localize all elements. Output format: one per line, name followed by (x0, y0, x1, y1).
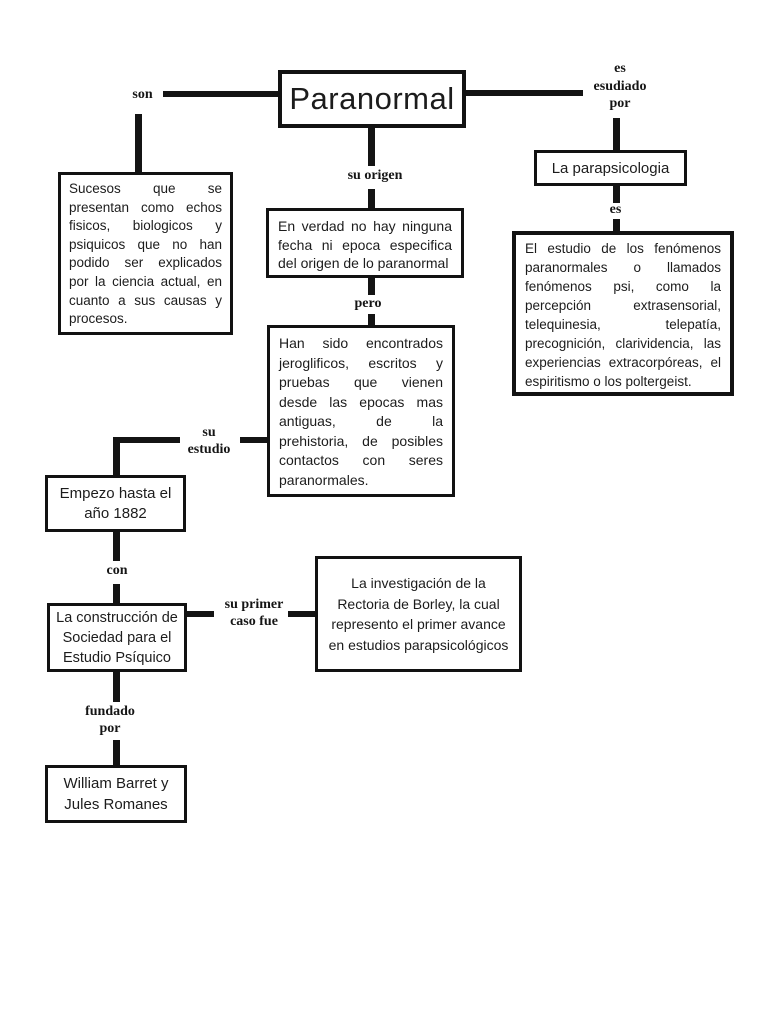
connector-origen-box-to-pero (368, 278, 375, 295)
connector-empezo-to-con (113, 532, 120, 561)
connector-paranormal-to-su-origen (368, 128, 375, 166)
connector-pero-to-pruebas-box (368, 314, 375, 325)
connector-su-estudio-right (240, 437, 267, 443)
node-rectoria-borley: La investigación de la Rectoria de Borle… (315, 556, 522, 672)
node-fundadores: William Barret y Jules Romanes (45, 765, 187, 823)
node-sociedad-estudio-psiquico: La construcción de Sociedad para el Estu… (47, 603, 187, 672)
edge-label-su-estudio: su estudio (187, 425, 231, 457)
connector-su-origen-to-origen-box (368, 189, 375, 208)
edge-label-su-origen: su origen (347, 168, 403, 183)
node-investigacion-text: La investigación de la Rectoria de Borle… (328, 575, 509, 653)
connector-paranormal-to-esudiado (466, 90, 583, 96)
node-parapsicologia-text: La parapsicologia (551, 159, 670, 177)
connector-son-to-sucesos (135, 114, 142, 172)
node-parapsicologia: La parapsicologia (534, 150, 687, 186)
node-fundadores-text: William Barret y Jules Romanes (63, 775, 169, 813)
connector-por-to-parapsicologia (613, 118, 620, 150)
node-estudio-fenomenos-text: El estudio de los fenómenos paranormales… (525, 241, 721, 389)
node-sucesos-definition: Sucesos que se presentan como echos fisi… (58, 172, 233, 335)
connector-su-estudio-left (113, 437, 180, 443)
connector-es-to-estudio-box (613, 219, 620, 231)
connector-con-to-construccion (113, 584, 120, 603)
edge-label-fundado-por: fundado por (85, 704, 135, 736)
node-sucesos-text: Sucesos que se presentan como echos fisi… (69, 181, 222, 327)
connector-construccion-to-fundado (113, 672, 120, 702)
edge-label-son: son (132, 87, 153, 102)
node-construccion-text: La construcción de Sociedad para el Estu… (56, 609, 178, 666)
node-paranormal-text: Paranormal (289, 81, 455, 116)
node-pruebas-historicas: Han sido encontrados jeroglificos, escri… (267, 325, 455, 497)
connector-fundado-to-fundadores (113, 740, 120, 765)
edge-label-con: con (106, 563, 128, 578)
node-origen: En verdad no hay ninguna fecha ni epoca … (266, 208, 464, 278)
edge-label-pero: pero (354, 296, 382, 311)
node-paranormal-title: Paranormal (278, 70, 466, 128)
connector-parapsicologia-to-es (613, 186, 620, 203)
node-empezo-1882: Empezo hasta el año 1882 (45, 475, 186, 532)
node-origen-text: En verdad no hay ninguna fecha ni epoca … (278, 218, 452, 271)
connector-construccion-to-caso (187, 611, 214, 617)
edge-label-su-primer-caso-fue: su primer caso fue (224, 597, 284, 629)
connector-son-to-paranormal (163, 91, 278, 97)
node-estudio-fenomenos: El estudio de los fenómenos paranormales… (512, 231, 734, 396)
node-empezo-text: Empezo hasta el año 1882 (59, 484, 172, 522)
connector-caso-to-investigacion (288, 611, 315, 617)
node-pruebas-text: Han sido encontrados jeroglificos, escri… (279, 335, 443, 488)
connector-su-estudio-down (113, 437, 120, 475)
edge-label-es-esudiado-por: es esudiado por (593, 61, 647, 111)
edge-label-es: es (609, 202, 622, 217)
